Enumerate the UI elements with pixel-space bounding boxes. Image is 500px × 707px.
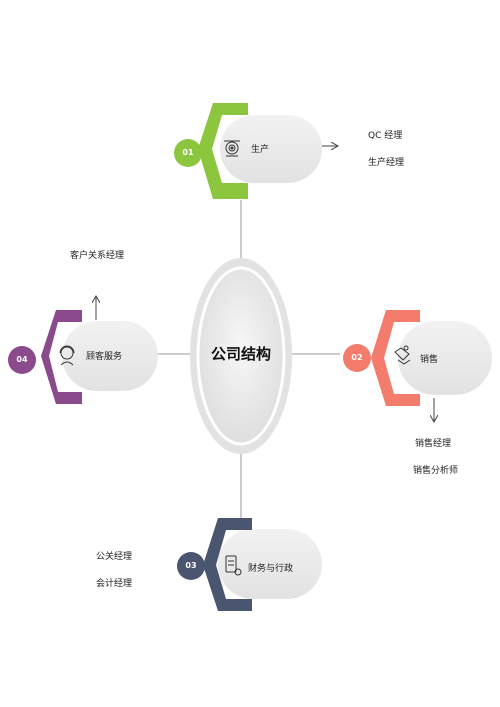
center-oval-inner xyxy=(196,266,286,446)
sales-number-badge xyxy=(343,344,371,372)
sales-number: 02 xyxy=(351,353,363,362)
node-service[interactable] xyxy=(8,296,158,404)
center-title: 公司结构 xyxy=(210,345,271,363)
production-pill xyxy=(220,115,322,183)
production-number: 01 xyxy=(182,148,194,157)
sales-role-1: 销售经理 xyxy=(415,439,452,449)
production-hexagon xyxy=(198,103,248,199)
handshake-icon xyxy=(394,345,411,365)
finance-role-1: 公关经理 xyxy=(96,552,133,562)
service-role-1: 客户关系经理 xyxy=(70,251,125,261)
document-icon xyxy=(225,555,242,576)
production-role-1: QC 经理 xyxy=(368,131,403,141)
service-pill xyxy=(62,321,158,391)
service-label: 顾客服务 xyxy=(86,352,123,362)
production-label: 生产 xyxy=(251,145,270,155)
node-finance[interactable] xyxy=(177,518,322,611)
finance-label: 财务与行政 xyxy=(248,564,294,574)
finance-hexagon xyxy=(203,518,252,611)
customer-service-icon xyxy=(59,345,75,366)
service-number: 04 xyxy=(16,355,28,364)
target-gear-icon xyxy=(224,140,240,157)
finance-pill xyxy=(218,529,322,599)
finance-role-2: 会计经理 xyxy=(96,579,133,589)
production-number-badge xyxy=(174,139,202,167)
sales-label: 销售 xyxy=(420,355,439,365)
node-sales[interactable] xyxy=(343,310,492,422)
node-production[interactable] xyxy=(174,103,338,199)
sales-hexagon xyxy=(371,310,420,406)
service-number-badge xyxy=(8,346,36,374)
service-hexagon xyxy=(41,310,82,404)
finance-number: 03 xyxy=(185,561,197,570)
production-role-2: 生产经理 xyxy=(368,158,405,168)
sales-role-2: 销售分析师 xyxy=(413,466,459,476)
finance-number-badge xyxy=(177,552,205,580)
sales-pill xyxy=(398,321,492,395)
